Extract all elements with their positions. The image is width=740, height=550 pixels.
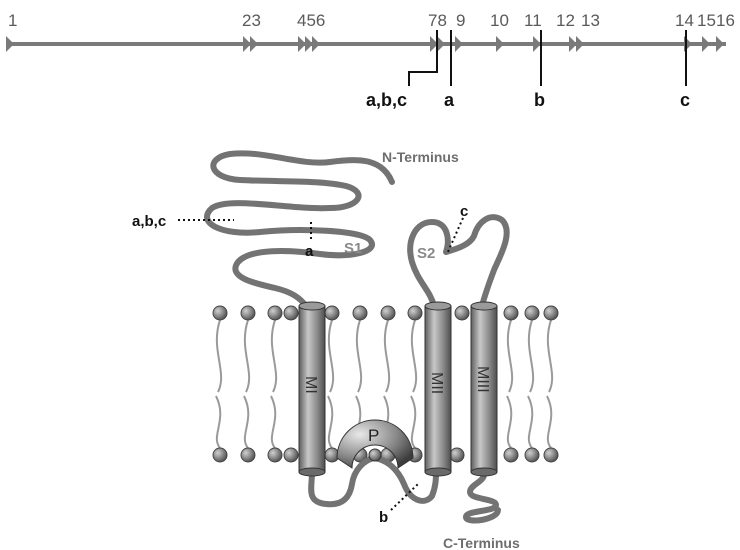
exon-arrow (702, 36, 710, 52)
mutation-label-a: a (305, 243, 314, 260)
lipid-head (241, 448, 255, 462)
lipid-tail (507, 320, 512, 448)
lipid-tail (244, 320, 249, 448)
exon-label-10: 10 (490, 11, 509, 30)
lipid-head (268, 306, 282, 320)
lipid-head (525, 306, 539, 320)
exon-arrow (312, 36, 320, 52)
exon-label-12: 12 (556, 11, 575, 30)
c-terminal-coil (466, 472, 498, 521)
lipid-head (455, 306, 469, 320)
s1-label: S1 (344, 240, 362, 257)
lipid-head (544, 448, 558, 462)
exon-label-16: 16 (716, 11, 735, 30)
site-label-a: a (444, 90, 455, 110)
mutation-label-c: c (460, 203, 468, 220)
pore-label: P (368, 426, 379, 445)
exon-label-23: 23 (242, 11, 261, 30)
pore-domain: P (337, 420, 413, 468)
lipid-head (213, 306, 227, 320)
exon-arrow (298, 36, 306, 52)
exon-arrow (716, 36, 724, 52)
helix-label-mi: MI (302, 376, 319, 394)
helix-mii: MII (425, 302, 451, 476)
helix-label-miii: MIII (474, 366, 491, 393)
lipid-head (241, 306, 255, 320)
lipid-tail (411, 320, 416, 448)
exon-arrow (533, 36, 541, 52)
lipid-head (544, 306, 558, 320)
exon-arrow (250, 36, 258, 52)
loop-s1 (207, 153, 392, 306)
exon-arrow (455, 36, 463, 52)
lipid-head (408, 306, 422, 320)
exon-arrow (6, 36, 14, 52)
lipid-tail (328, 320, 333, 448)
lipid-tail (547, 320, 552, 448)
lipid-head (504, 448, 518, 462)
exon-label-14: 14 (675, 11, 694, 30)
exon-label-456: 456 (297, 11, 325, 30)
exon-label-11: 11 (524, 11, 542, 30)
exon-arrow (437, 36, 445, 52)
helix-label-mii: MII (428, 372, 445, 394)
lipid-tail (528, 320, 533, 448)
site-marker-abc (409, 30, 437, 86)
lipid-head (268, 448, 282, 462)
lipid-head (325, 306, 339, 320)
exon-label-78: 78 (428, 11, 447, 30)
exon-label-15: 15 (697, 11, 716, 30)
site-label-c: c (680, 90, 690, 110)
exon-label-13: 13 (581, 11, 600, 30)
site-label-abc: a,b,c (366, 90, 407, 110)
loop-pore (311, 458, 436, 504)
s2-label: S2 (417, 245, 435, 262)
helix-miii: MIII (471, 302, 497, 476)
lipid-tail (271, 320, 276, 448)
mutation-label-abc: a,b,c (132, 213, 166, 230)
exon-label-1: 1 (8, 11, 17, 30)
c-terminus-label: C-Terminus (443, 535, 520, 550)
lipid-head (504, 306, 518, 320)
lipid-head (213, 448, 227, 462)
helix-mi: MI (299, 302, 325, 476)
lipid-tail (216, 320, 221, 448)
lipid-head (381, 306, 395, 320)
lipid-head (450, 448, 464, 462)
exon-arrow (305, 36, 313, 52)
exon-label-9: 9 (456, 11, 465, 30)
exon-arrow (243, 36, 251, 52)
mutation-label-b: b (379, 509, 388, 526)
exon-arrow (569, 36, 577, 52)
site-label-b: b (534, 90, 545, 110)
n-terminus-label: N-Terminus (382, 149, 459, 165)
exon-arrow (576, 36, 584, 52)
lipid-head (525, 448, 539, 462)
gene-map: 1 23 456 78 9 10 11 12 13 14 15 16 a,b,c… (6, 11, 735, 110)
lipid-head (353, 306, 367, 320)
lipid-head (284, 448, 298, 462)
exon-arrow (496, 36, 504, 52)
lipid-head (284, 306, 298, 320)
